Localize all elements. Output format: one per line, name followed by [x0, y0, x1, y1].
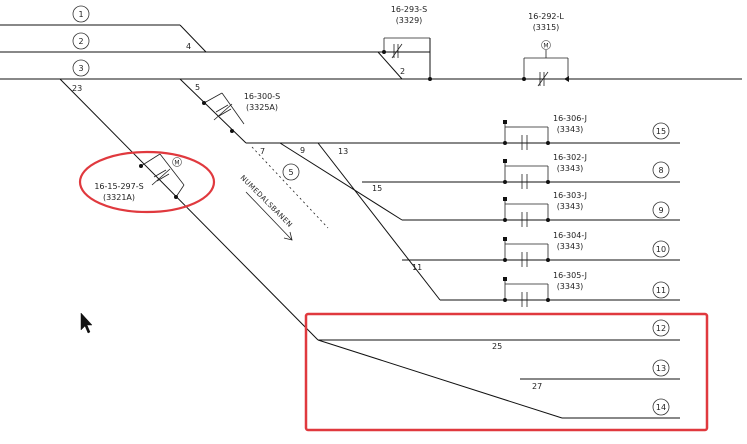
disconnector-code: 16-306-J	[553, 114, 587, 123]
highlight-ellipse	[78, 150, 216, 214]
disconnector-ref: (3343)	[557, 164, 584, 173]
switch-23-label: 23	[72, 84, 82, 93]
switch-25-label: 25	[492, 342, 502, 351]
disconnector-code: 16-293-S	[391, 5, 427, 14]
switch-5-label: 5	[195, 83, 200, 92]
direction-label: NUMEDALSBANEN	[239, 174, 294, 229]
disconnector-ref: (3343)	[557, 202, 584, 211]
track-number-10: 10	[656, 245, 666, 254]
disconnector-code: 16-300-S	[244, 92, 280, 101]
direction-arrow-icon	[245, 191, 293, 241]
disconnector-16-306-j: 16-306-J (3343)	[503, 114, 587, 150]
motor-icon	[541, 40, 551, 50]
switch-4-label: 4	[186, 42, 191, 51]
disconnector-code: 16-303-J	[553, 191, 587, 200]
disconnector-ref: (3343)	[557, 125, 584, 134]
disconnector-ref: (3343)	[557, 282, 584, 291]
track-2-diag-to-3	[377, 51, 403, 80]
motor-label: M	[543, 43, 548, 50]
switch-15-label: 15	[372, 184, 382, 193]
track-number-8: 8	[658, 166, 663, 175]
track-number-11: 11	[656, 286, 666, 295]
disconnector-16-300-s: 16-300-S (3325A)	[202, 92, 280, 133]
disconnector-ref: (3329)	[396, 16, 423, 25]
disconnector-16-293-s: 16-293-S (3329)	[382, 5, 432, 81]
switch-11-label: 11	[412, 263, 422, 272]
motor-label: M	[174, 160, 179, 167]
mouse-pointer-icon	[80, 312, 93, 334]
disconnector-code: 16-304-J	[553, 231, 587, 240]
track-number-13: 13	[656, 364, 666, 373]
disconnector-ref: (3321A)	[103, 193, 135, 202]
disconnector-16-15-297-s: 16-15-297-S (3321A) M	[94, 153, 185, 202]
highlight-rectangle	[304, 312, 709, 432]
disconnector-16-292-l: 16-292-L (3315) M	[522, 12, 569, 87]
disconnector-16-303-j: 16-303-J (3343)	[503, 191, 587, 227]
direction-indicator: NUMEDALSBANEN	[239, 174, 294, 241]
track-13-diag	[317, 142, 441, 301]
track-5-dotted	[251, 146, 329, 229]
track-lines	[0, 24, 742, 419]
switch-27-label: 27	[532, 382, 542, 391]
disconnector-16-302-j: 16-302-J (3343)	[503, 153, 587, 189]
track-number-5: 5	[288, 168, 293, 177]
track-number-9: 9	[658, 206, 663, 215]
disconnector-16-304-j: 16-304-J (3343)	[503, 231, 587, 267]
disconnector-code: 16-292-L	[528, 12, 564, 21]
track-number-15: 15	[656, 127, 666, 136]
switch-13-label: 13	[338, 147, 348, 156]
diag-23-line	[59, 78, 319, 341]
track-number-12: 12	[656, 324, 666, 333]
track-number-markers: 1 2 3 15 8 9 10 11 12 13 14 5	[72, 5, 670, 416]
diag-25-27-line	[317, 339, 563, 419]
track-number-14: 14	[656, 403, 666, 412]
track-1-switch-diag	[179, 24, 207, 53]
track-number-3: 3	[78, 64, 83, 73]
track-9-diag	[279, 142, 403, 221]
switch-7-label: 7	[260, 147, 265, 156]
disconnector-code: 16-302-J	[553, 153, 587, 162]
switch-numbers: 4 2 5 23 7 9 13 15 11 25 27	[72, 42, 542, 391]
switch-9-label: 9	[300, 146, 305, 155]
disconnector-ref: (3343)	[557, 242, 584, 251]
switch-2-label: 2	[400, 67, 405, 76]
disconnector-code: 16-305-J	[553, 271, 587, 280]
disconnector-16-305-j: 16-305-J (3343)	[503, 271, 587, 307]
diag-5-line	[179, 78, 247, 144]
disconnector-code: 16-15-297-S	[94, 182, 143, 191]
disconnector-ref: (3315)	[533, 23, 560, 32]
disconnector-ref: (3325A)	[246, 103, 278, 112]
track-number-1: 1	[78, 10, 83, 19]
motor-icon	[172, 157, 182, 167]
track-number-2: 2	[78, 37, 83, 46]
